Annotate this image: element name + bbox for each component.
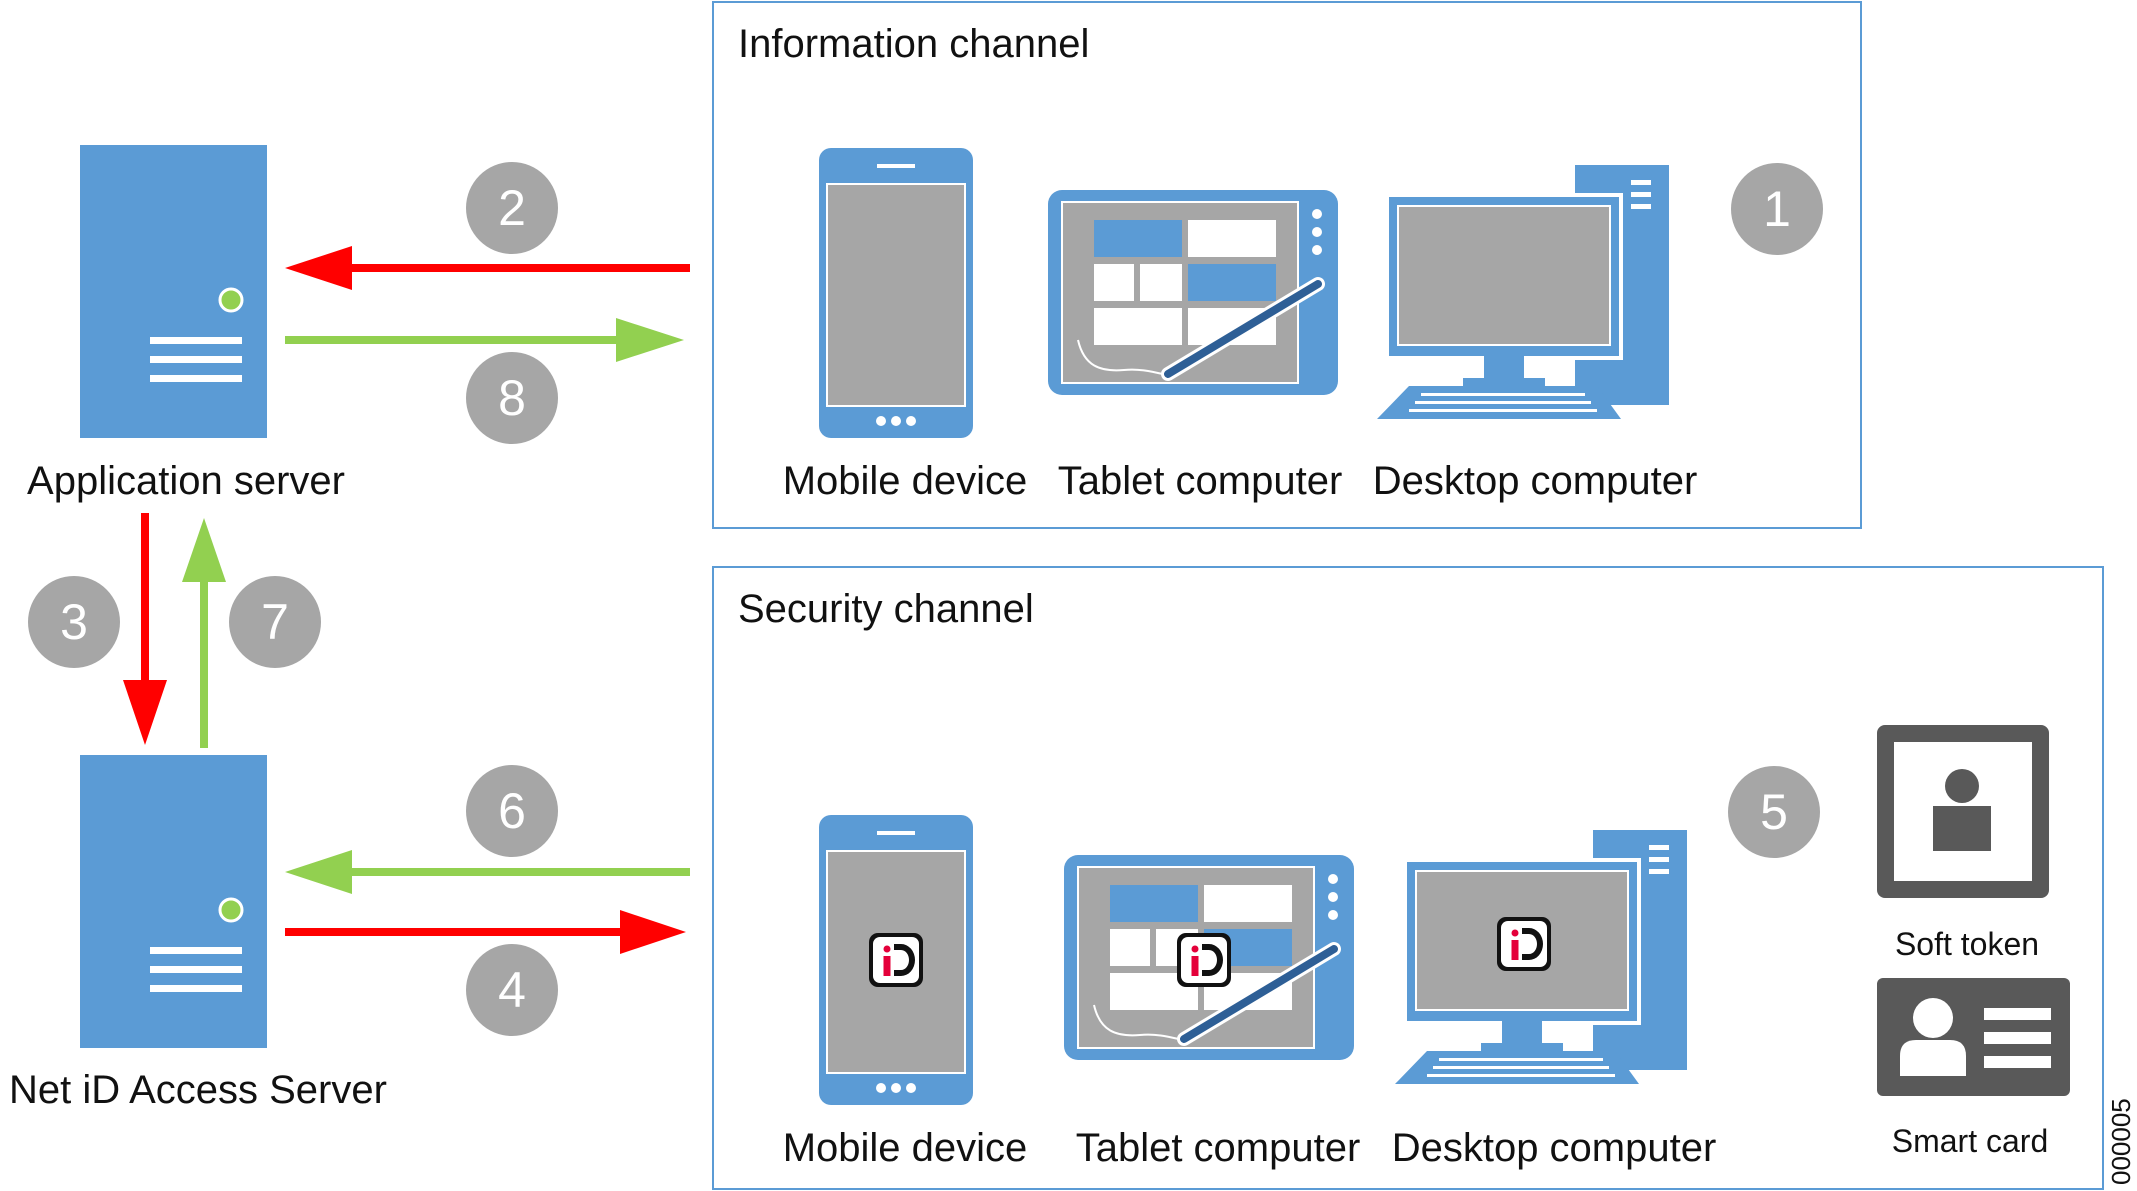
info-tablet-computer-label: Tablet computer xyxy=(1058,459,1343,503)
arrow-step-3 xyxy=(123,513,167,745)
step-badge-5: 5 xyxy=(1728,766,1820,858)
soft-token-icon xyxy=(1877,725,2049,898)
net-id-logo-icon xyxy=(1497,917,1551,971)
svg-text:6: 6 xyxy=(498,783,526,839)
arrow-step-2 xyxy=(285,246,690,290)
svg-text:3: 3 xyxy=(60,594,88,650)
svg-text:5: 5 xyxy=(1760,784,1788,840)
step-badge-1: 1 xyxy=(1731,163,1823,255)
access-server-label: Net iD Access Server xyxy=(9,1068,387,1112)
step-badge-6: 6 xyxy=(466,765,558,857)
arrow-step-7 xyxy=(182,518,226,748)
info-tablet-computer-icon xyxy=(1048,190,1338,395)
figure-id: 000005 xyxy=(2106,1098,2136,1185)
security-channel-panel xyxy=(712,566,2104,1190)
smart-card-icon xyxy=(1877,978,2070,1096)
access-server-icon xyxy=(78,753,269,1050)
soft-token-label: Soft token xyxy=(1895,926,2039,962)
info-mobile-device-icon xyxy=(818,147,974,439)
info-desktop-computer-label: Desktop computer xyxy=(1373,459,1698,503)
net-id-logo-icon xyxy=(869,933,923,987)
svg-text:7: 7 xyxy=(261,594,289,650)
svg-text:8: 8 xyxy=(498,370,526,426)
sec-desktop-computer-label: Desktop computer xyxy=(1392,1126,1717,1170)
sec-mobile-device-label: Mobile device xyxy=(783,1126,1028,1170)
svg-text:4: 4 xyxy=(498,962,526,1018)
sec-tablet-computer-label: Tablet computer xyxy=(1076,1126,1361,1170)
arrow-step-4 xyxy=(285,910,686,954)
information-channel-panel xyxy=(712,1,1862,529)
step-badge-8: 8 xyxy=(466,352,558,444)
application-server-icon xyxy=(78,143,269,440)
security-channel-title: Security channel xyxy=(738,587,1034,631)
step-badge-3: 3 xyxy=(28,576,120,668)
svg-text:1: 1 xyxy=(1763,181,1791,237)
smart-card-label: Smart card xyxy=(1892,1123,2048,1159)
step-badge-7: 7 xyxy=(229,576,321,668)
info-mobile-device-label: Mobile device xyxy=(783,459,1028,503)
step-badge-4: 4 xyxy=(466,944,558,1036)
net-id-logo-icon xyxy=(1177,933,1231,987)
arrow-step-8 xyxy=(285,318,684,362)
arrow-step-6 xyxy=(285,850,690,894)
step-badge-2: 2 xyxy=(466,162,558,254)
info-desktop-computer-icon xyxy=(1376,164,1670,420)
svg-text:2: 2 xyxy=(498,180,526,236)
information-channel-title: Information channel xyxy=(738,22,1089,66)
application-server-label: Application server xyxy=(27,459,345,503)
